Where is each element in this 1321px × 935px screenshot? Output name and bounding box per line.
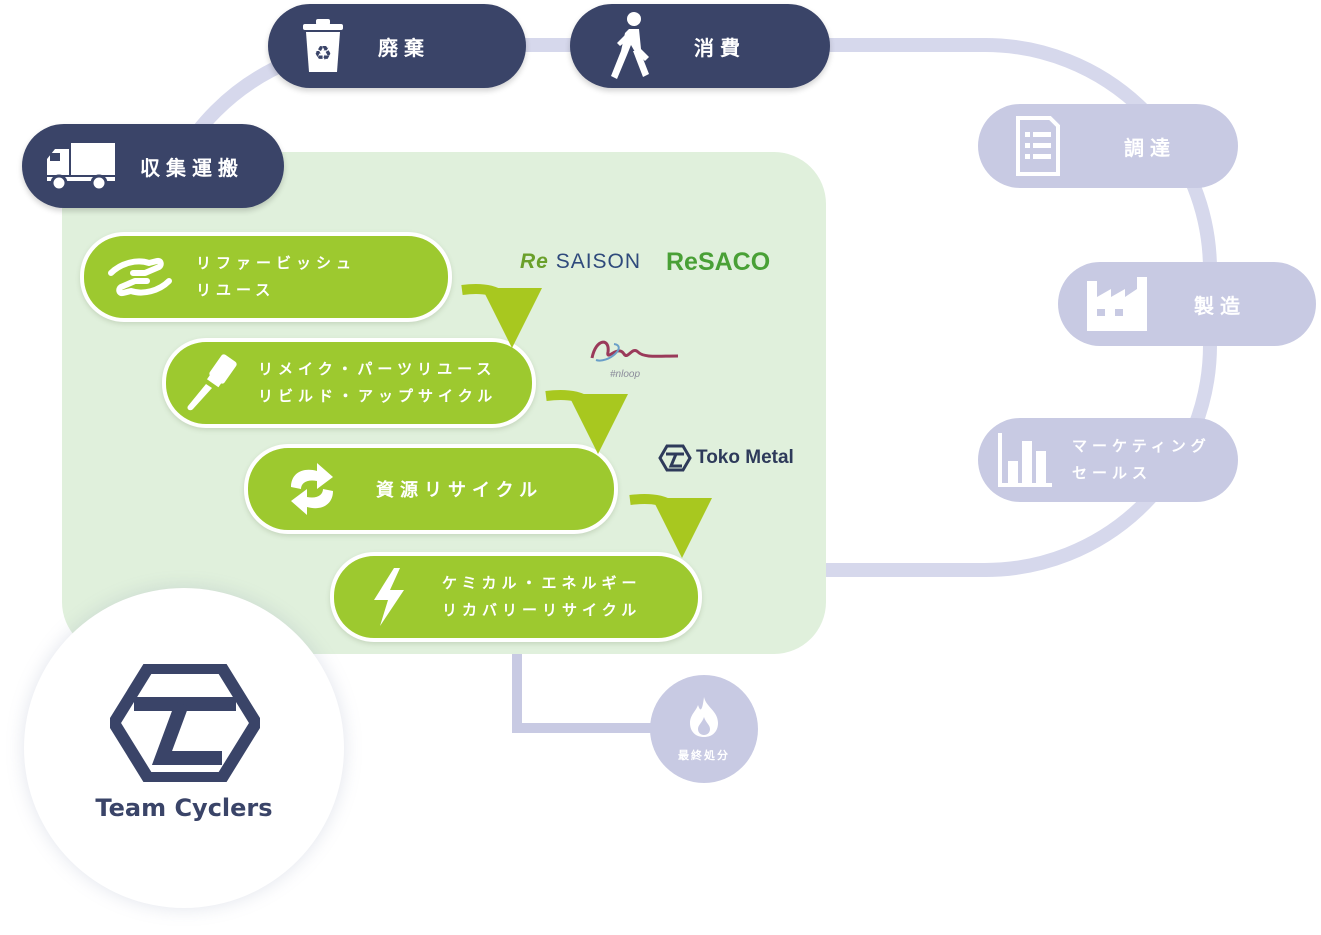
refurbish-reuse-label: リファービッシュ リユース <box>196 250 356 304</box>
remake-upcycle-pill: リメイク・パーツリユース リビルド・アップサイクル <box>162 338 536 428</box>
tokometal-logo: Toko Metal <box>658 444 794 472</box>
collection-label: 収集運搬 <box>140 155 244 180</box>
collection-pill: 収集運搬 <box>22 124 284 208</box>
resaison-name: SAISON <box>555 250 642 273</box>
svg-text:♻: ♻ <box>314 41 332 65</box>
resaco-logo: ReSACO <box>666 248 771 276</box>
lightning-icon <box>334 566 442 628</box>
disposal-label: 廃棄 <box>378 35 430 60</box>
marketing-label-line1: マーケティング <box>1072 437 1211 455</box>
remake-upcycle-label: リメイク・パーツリユース リビルド・アップサイクル <box>258 356 497 410</box>
chemical-energy-label: ケミカル・エネルギー リカバリーリサイクル <box>442 570 642 624</box>
final-disposal-label: 最終処分 <box>678 749 730 762</box>
refurbish-reuse-pill: リファービッシュ リユース <box>80 232 452 322</box>
procurement-pill: 調達 <box>978 104 1238 188</box>
step2-line1: リメイク・パーツリユース <box>258 360 497 378</box>
enloop-logo: #nloop <box>588 334 688 384</box>
manufacturing-label: 製造 <box>1194 293 1246 318</box>
team-cyclers-name: Team Cyclers <box>95 794 273 822</box>
bar-chart-icon <box>978 431 1072 489</box>
resource-recycle-pill: 資源リサイクル <box>244 444 618 534</box>
arrow-step2-to-step3 <box>545 390 628 454</box>
paintbrush-icon <box>166 354 258 412</box>
consumption-label: 消費 <box>694 35 746 60</box>
marketing-pill: マーケティング セールス <box>978 418 1238 502</box>
manufacturing-pill: 製造 <box>1058 262 1316 346</box>
marketing-label-line2: セールス <box>1072 464 1153 482</box>
team-cyclers-logo-icon <box>110 664 260 782</box>
trash-icon: ♻ <box>268 18 378 74</box>
resaison-prefix: Re <box>520 250 549 273</box>
step1-line2: リユース <box>196 281 276 299</box>
enloop-name: #nloop <box>610 369 641 380</box>
team-cyclers-badge: Team Cyclers <box>24 588 344 908</box>
recycle-arrows-icon <box>248 459 376 519</box>
arrow-step1-to-step2 <box>461 284 542 348</box>
flame-icon <box>686 695 722 743</box>
walking-person-icon <box>570 11 694 81</box>
disposal-pill: ♻ 廃棄 <box>268 4 526 88</box>
final-disposal-circle: 最終処分 <box>650 675 758 783</box>
tokometal-name: Toko Metal <box>696 447 794 468</box>
step1-line1: リファービッシュ <box>196 254 357 272</box>
factory-icon <box>1058 275 1178 333</box>
marketing-label: マーケティング セールス <box>1072 433 1211 487</box>
document-list-icon <box>978 116 1098 176</box>
consumption-pill: 消費 <box>570 4 830 88</box>
truck-icon <box>22 141 140 191</box>
step4-line2: リカバリーリサイクル <box>442 601 642 619</box>
procurement-label: 調達 <box>1124 135 1176 160</box>
hands-icon <box>84 249 196 305</box>
resaison-logo: Re SAISON <box>520 250 641 274</box>
arrow-step3-to-step4 <box>629 494 712 558</box>
resource-recycle-label: 資源リサイクル <box>376 480 544 501</box>
chemical-energy-pill: ケミカル・エネルギー リカバリーリサイクル <box>330 552 702 642</box>
tokometal-mark-icon <box>658 444 692 472</box>
step4-line1: ケミカル・エネルギー <box>442 574 642 592</box>
step2-line2: リビルド・アップサイクル <box>258 387 498 405</box>
